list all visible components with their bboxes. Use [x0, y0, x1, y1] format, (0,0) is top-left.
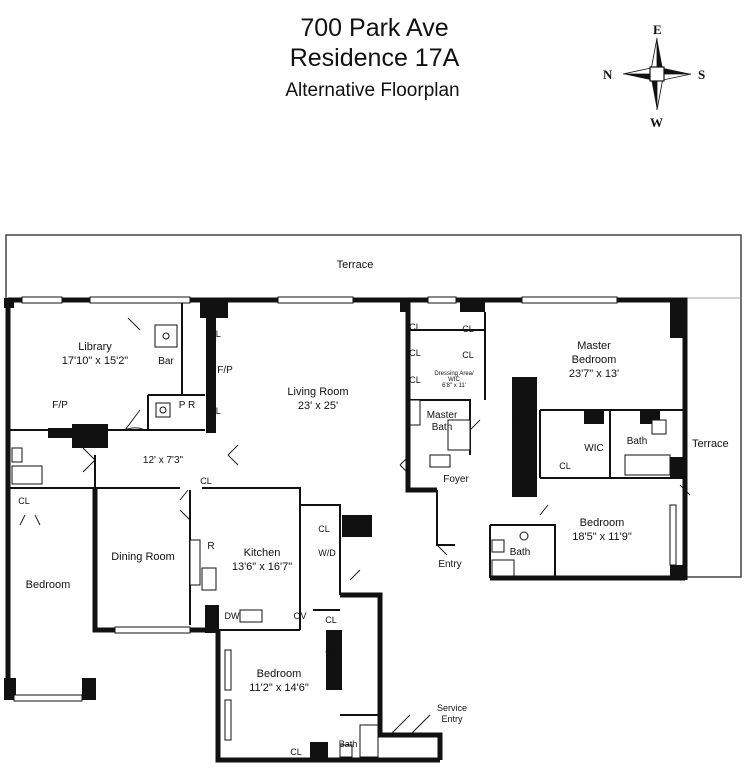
closet-label: CL: [18, 496, 30, 506]
master-dims: 23'7" x 13': [569, 368, 619, 380]
compass-rose-icon: E N S W: [603, 22, 705, 130]
entry-label: Entry: [438, 559, 461, 570]
kitchen-name: Kitchen: [244, 547, 281, 559]
bar-label: Bar: [158, 356, 174, 367]
dressing-1: Dressing Area/: [434, 371, 474, 377]
bedroom-bottom-name: Bedroom: [257, 668, 302, 680]
library-fp: F/P: [52, 400, 68, 411]
dressing-dims: 6'8" x 11': [442, 383, 466, 389]
service-1: Service: [437, 703, 467, 713]
closet-label: CL: [318, 524, 330, 534]
closet-label: CL: [209, 329, 221, 339]
terrace-outline: [5, 234, 742, 578]
closet-label: CL: [409, 375, 421, 385]
closet-label: CL: [290, 747, 302, 757]
oven: OV: [293, 611, 306, 621]
closet-label: CL: [328, 676, 340, 686]
compass-w: W: [650, 115, 663, 130]
closet-label: CL: [462, 324, 474, 334]
dishwasher: DW: [225, 611, 240, 621]
service-2: Entry: [441, 714, 463, 724]
plan-subtitle: Alternative Floorplan: [285, 80, 460, 101]
closet-label: CL: [325, 647, 337, 657]
library-dims: 17'10" x 15'2": [62, 355, 129, 367]
address-title: 700 Park Ave: [300, 14, 449, 42]
fixtures: [11, 324, 671, 758]
library-name: Library: [78, 341, 112, 353]
wall-blocks: [4, 298, 686, 760]
closet-label: CL: [462, 350, 474, 360]
bedroom-right-dims: 18'5" x 11'9": [572, 531, 632, 543]
bath-bottom: Bath: [339, 739, 358, 749]
compass-n: N: [603, 67, 613, 82]
closet-label: CL: [514, 395, 526, 405]
closet-label: CL: [559, 461, 571, 471]
dining-label: Dining Room: [111, 551, 175, 563]
master-bath-small: Bath: [627, 436, 648, 447]
residence-title: Residence 17A: [289, 44, 460, 72]
room-labels: Terrace Terrace Library 17'10" x 15'2" B…: [26, 259, 729, 749]
dressing-2: WIC: [448, 377, 460, 383]
closet-labels: CL CL CL CL CL CL CL CL CL CL CL CL CL C…: [18, 322, 571, 757]
bedroom-left: Bedroom: [26, 579, 71, 591]
door-swings: [19, 317, 691, 736]
bedroom-bottom-dims: 11'2" x 14'6": [249, 682, 309, 694]
windows: [13, 296, 677, 741]
master-name-2: Bedroom: [572, 354, 617, 366]
closet-label: CL: [355, 524, 367, 534]
bedroom-right-name: Bedroom: [580, 517, 625, 529]
powder-room: P R: [179, 400, 196, 411]
terrace-top-label: Terrace: [337, 259, 374, 271]
living-dims: 23' x 25': [298, 400, 338, 412]
gallery-dims: 12' x 7'3": [143, 455, 184, 466]
master-name-1: Master: [577, 340, 611, 352]
living-name: Living Room: [287, 386, 348, 398]
closet-label: CL: [209, 406, 221, 416]
wic-label: WIC: [584, 443, 603, 454]
fridge-label: R: [207, 541, 214, 552]
master-bath-1: Master: [427, 410, 458, 421]
closet-label: CL: [409, 322, 421, 332]
bath-right: Bath: [510, 547, 531, 558]
foyer-label: Foyer: [443, 474, 469, 485]
washer-dryer: W/D: [318, 548, 336, 558]
closet-label: CL: [409, 348, 421, 358]
master-bath-2: Bath: [432, 422, 453, 433]
terrace-right-label: Terrace: [692, 438, 729, 450]
closet-label: CL: [325, 615, 337, 625]
closet-label: CL: [200, 476, 212, 486]
closet-label: CL: [514, 416, 526, 426]
compass-e: E: [653, 22, 662, 37]
kitchen-dims: 13'6" x 16'7": [232, 561, 292, 573]
living-fp: F/P: [217, 365, 233, 376]
compass-s: S: [698, 67, 705, 82]
